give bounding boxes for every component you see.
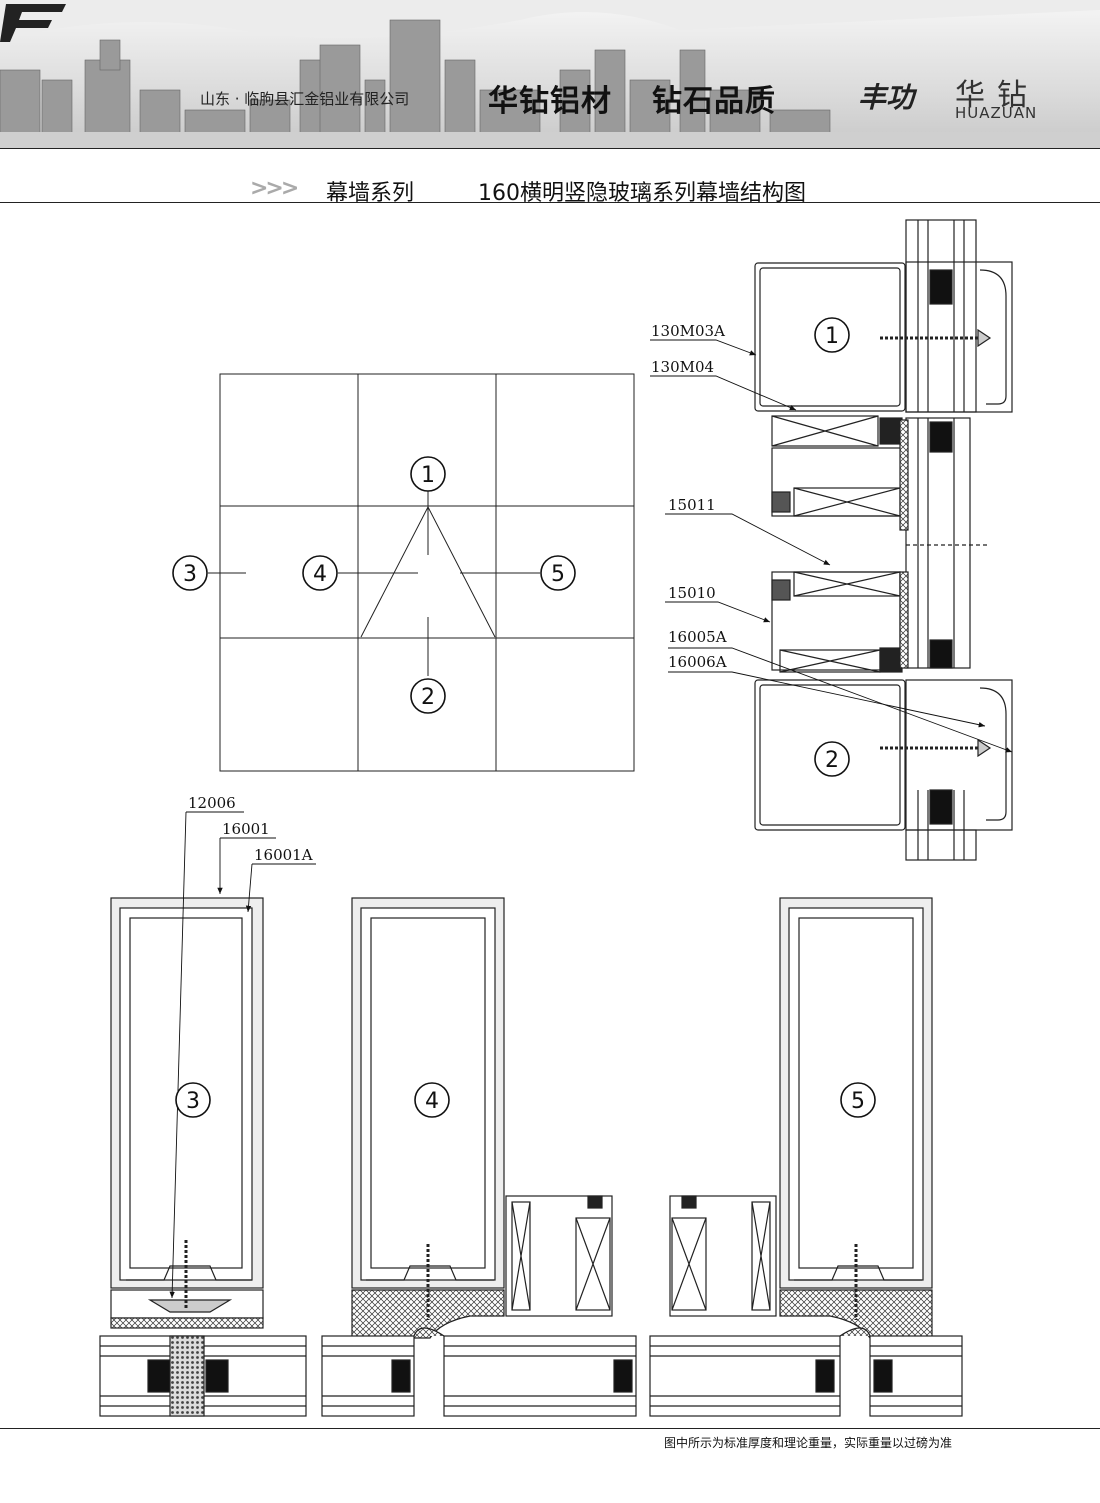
brand-slogan: 钻石品质 [652,84,776,119]
title-divider [0,202,1100,203]
footer-divider [0,1428,1100,1429]
part-label-16001: 16001 [222,820,270,838]
callout-3-grid [172,555,208,591]
callout-2-grid-label: 2 [421,685,435,710]
callout-4-grid-label: 4 [313,562,327,587]
callout-3-section [175,1082,211,1118]
part-label-16005A: 16005A [668,628,727,646]
header-divider [0,148,1100,149]
part-label-130M04: 130M04 [651,358,715,376]
callout-3-section-label: 3 [186,1089,200,1114]
callout-5-grid [540,555,576,591]
logo-mark-text: 丰功 [858,81,915,114]
horizontal-section-5 [649,897,963,1417]
callout-numbers: 1 2 3 4 5 1 2 3 4 5 [183,324,865,1114]
callout-1-grid [410,456,446,492]
callout-4-grid [302,555,338,591]
brand-name: 华钻铝材 [488,84,612,119]
leader-lines-right [650,339,1013,753]
part-label-130M03A: 130M03A [651,322,725,340]
callout-2-grid [410,678,446,714]
vertical-section [754,219,1013,861]
leader-lines-left [172,811,316,1298]
title-arrows: >>> [250,176,299,201]
header-banner: 山东 · 临朐县汇金铝业有限公司 华钻铝材 钻石品质 丰功 华钻 HUAZUAN [0,0,1100,148]
part-label-15011: 15011 [668,496,716,514]
series-label: 幕墙系列 [326,181,415,206]
fengong-logo-mark [0,4,66,42]
callout-3-grid-label: 3 [183,562,197,587]
horizontal-section-3 [99,897,307,1417]
part-label-15010: 15010 [668,584,716,602]
footer-note: 图中所示为标准厚度和理论重量，实际重量以过磅为准 [664,1436,953,1450]
callout-5-section-label: 5 [851,1089,865,1114]
callout-1-grid-label: 1 [421,463,435,488]
horizontal-section-4 [321,897,637,1417]
callout-4-section [414,1082,450,1118]
callout-2-section [814,741,850,777]
part-label-16006A: 16006A [668,653,727,671]
city-skyline-image [0,0,1100,148]
logo-chinese: 华钻 [955,78,1039,113]
callout-1-section [814,317,850,353]
callout-5-section [840,1082,876,1118]
logo-english: HUAZUAN [955,104,1038,122]
company-name: 山东 · 临朐县汇金铝业有限公司 [200,90,410,108]
callout-circles [172,317,876,1118]
part-label-12006: 12006 [188,794,236,812]
callout-5-grid-label: 5 [551,562,565,587]
callout-1-section-label: 1 [825,324,839,349]
callout-2-section-label: 2 [825,748,839,773]
callout-4-section-label: 4 [425,1089,439,1114]
section-lines [208,490,540,676]
part-label-16001A: 16001A [254,846,313,864]
page-title: 160横明竖隐玻璃系列幕墙结构图 [478,181,806,206]
